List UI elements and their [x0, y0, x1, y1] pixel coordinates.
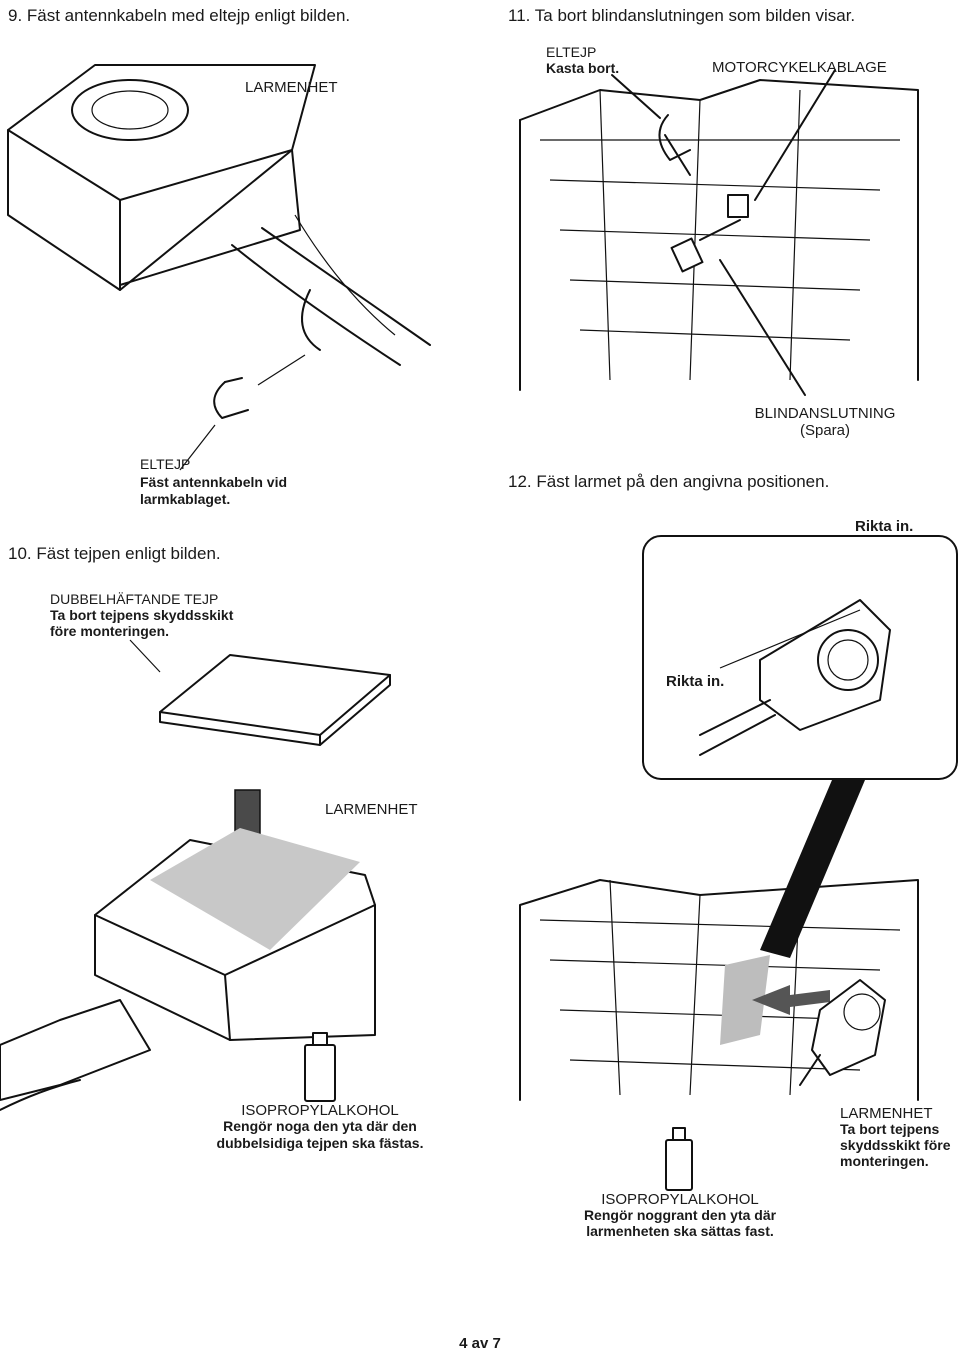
- step9-tape-note-1: Fäst antennkabeln vid: [140, 474, 288, 490]
- page-number: 4 av 7: [459, 1335, 501, 1352]
- step11-title: 11. Ta bort blindanslutningen som bilden…: [508, 6, 856, 25]
- tape-icon: [179, 354, 306, 471]
- step10-dst-note-2: före monteringen.: [50, 623, 170, 639]
- alarm-unit-illustration: [0, 828, 376, 1111]
- step10-dst-name: DUBBELHÄFTANDE TEJP: [50, 591, 219, 607]
- step9-unit-label: LARMENHET: [245, 79, 338, 96]
- step12-unit-label: LARMENHET: [840, 1105, 933, 1122]
- step11-blind-note: (Spara): [799, 422, 851, 439]
- step10-unit-label: LARMENHET: [325, 801, 418, 818]
- step12-align-inset: Rikta in.: [666, 673, 725, 690]
- spray-can-icon: [665, 1127, 693, 1191]
- alarm-unit-illustration: [699, 599, 891, 756]
- step10-title: 10. Fäst tejpen enligt bilden.: [8, 544, 221, 563]
- step12-ipa-note-2: larmenheten ska sättas fast.: [586, 1223, 774, 1239]
- step10-ipa-note-2: dubbelsidiga tejpen ska fästas.: [216, 1135, 424, 1151]
- tape-pad-icon: [129, 639, 391, 746]
- step12-align-top: Rikta in.: [855, 518, 914, 535]
- step10-ipa-note-1: Rengör noga den yta där den: [223, 1118, 417, 1134]
- tape-icon: [611, 74, 691, 161]
- step12-ipa-note-1: Rengör noggrant den yta där: [583, 1207, 777, 1223]
- step10-dst-note-1: Ta bort tejpens skyddsskikt: [50, 607, 234, 623]
- step11-tape-note: Kasta bort.: [546, 60, 620, 76]
- connector-icon: [664, 134, 741, 273]
- step9-title: 9. Fäst antennkabeln med eltejp enligt b…: [8, 6, 351, 25]
- motorcycle-frame-illustration: [519, 780, 919, 1101]
- alarm-unit-illustration: [799, 979, 886, 1086]
- step12-unit-note-3: monteringen.: [840, 1153, 929, 1169]
- spray-can-icon: [304, 1032, 336, 1102]
- step12-ipa-name: ISOPROPYLALKOHOL: [601, 1191, 759, 1208]
- step11-harness-label: MOTORCYKELKABLAGE: [712, 59, 887, 76]
- step12-title: 12. Fäst larmet på den angivna positione…: [508, 472, 830, 491]
- step12-unit-note-2: skyddsskikt före: [840, 1137, 951, 1153]
- step11-tape-name: ELTEJP: [546, 44, 597, 60]
- alarm-unit-illustration: [7, 64, 431, 366]
- step12-unit-note-1: Ta bort tejpens: [840, 1121, 940, 1137]
- step9-tape-note-2: larmkablaget.: [140, 491, 231, 507]
- step11-blind-label: BLINDANSLUTNING: [754, 405, 896, 422]
- step10-ipa-name: ISOPROPYLALKOHOL: [241, 1102, 399, 1119]
- motorcycle-frame-illustration: [519, 69, 919, 396]
- step9-tape-name: ELTEJP: [140, 456, 191, 472]
